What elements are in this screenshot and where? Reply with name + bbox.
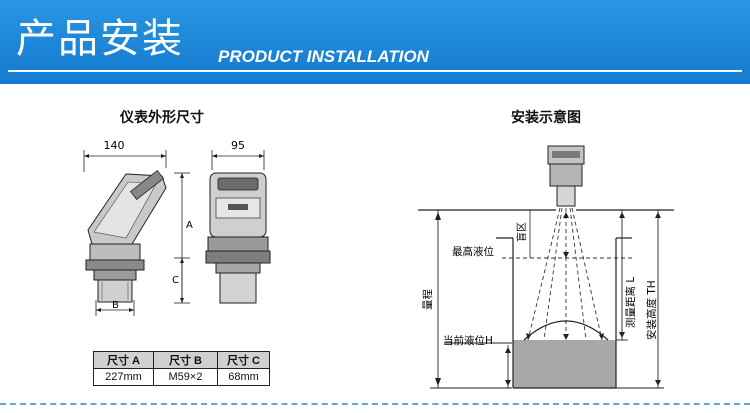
banner-title-cn: 产品安装 (16, 16, 184, 62)
max-level-label: 最高液位 (452, 245, 494, 258)
range-label: 量程 (422, 289, 434, 310)
header-banner: 产品安装 PRODUCT INSTALLATION (0, 0, 750, 84)
dim-label-140: 140 (104, 140, 125, 152)
installation-diagram: 最高液位 当前液位H 量程 盲区 测量距离 L 安装高度 TH (418, 145, 674, 389)
blind-zone-label: 盲区 (515, 222, 528, 242)
size-table: 尺寸 A 尺寸 B 尺寸 C 227mm M59×2 68mm (93, 351, 270, 386)
install-title: 安装示意图 (511, 110, 581, 126)
instrument-dimension-drawing: 140 95 A C B (83, 140, 271, 316)
sensor-device (547, 145, 585, 207)
liquid-fill (513, 340, 616, 388)
banner-title-en: PRODUCT INSTALLATION (218, 47, 429, 66)
size-table-header: 尺寸 A (93, 351, 154, 369)
size-table-row: 227mm M59×2 68mm (93, 368, 270, 386)
dimensions-title: 仪表外形尺寸 (120, 110, 204, 126)
instrument-front-view (85, 170, 167, 303)
dim-label-b: B (112, 300, 119, 311)
size-table-header: 尺寸 C (217, 351, 270, 369)
banner-rule (8, 70, 742, 72)
size-table-header: 尺寸 B (153, 351, 218, 369)
size-table-cell: 227mm (93, 368, 154, 386)
dim-label-c: C (172, 275, 179, 286)
size-table-cell: 68mm (217, 368, 270, 386)
dim-label-95: 95 (231, 140, 245, 152)
current-level-label: 当前液位H (443, 334, 493, 347)
install-height-label: 安装高度 TH (645, 280, 658, 340)
size-table-cell: M59×2 (153, 368, 218, 386)
bottom-divider (0, 403, 750, 405)
dim-label-a: A (186, 220, 193, 231)
measure-distance-label: 测量距离 L (624, 277, 637, 328)
size-table-header-row: 尺寸 A 尺寸 B 尺寸 C (93, 351, 270, 369)
instrument-side-view (205, 172, 271, 304)
